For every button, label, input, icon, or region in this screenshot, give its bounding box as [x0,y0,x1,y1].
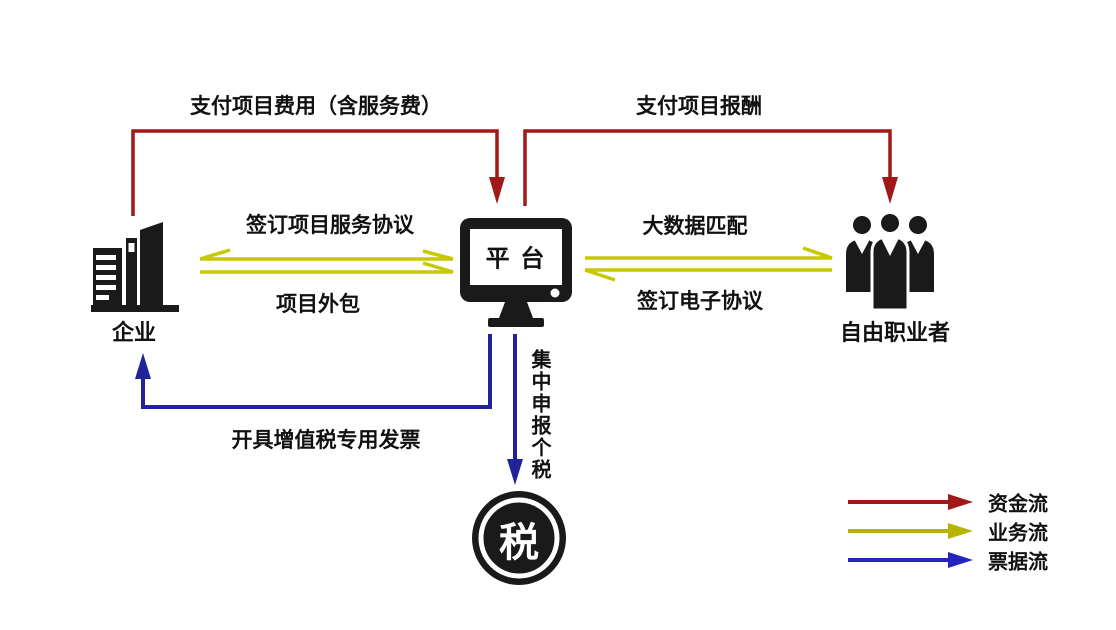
tax-node-label: 税 [499,521,539,565]
legend-label-funds-flow: 资金流 [988,493,1048,516]
legend-funds-arrow [848,494,973,510]
label-sign-project-service-agreement: 签订项目服务协议 [246,214,414,237]
legend-business-arrow [848,523,973,539]
label-sign-electronic-agreement: 签订电子协议 [637,290,763,313]
documents-arrowhead-to-tax [507,459,523,485]
tax-circle-icon [472,491,566,585]
freelancer-people-icon [846,211,934,312]
legend-label-business-flow: 业务流 [988,522,1048,545]
documents-arrow-platform-to-enterprise [141,334,492,409]
label-big-data-matching: 大数据匹配 [642,215,748,238]
funds-arrowhead-to-platform [489,177,505,204]
enterprise-building-icon [91,222,179,312]
freelancer-node-label: 自由职业者 [839,320,951,345]
label-centralized-tax-filing: 集中申报个税 [528,349,550,481]
label-issue-vat-invoice: 开具增值税专用发票 [231,429,421,452]
business-arrows-platform-freelancer [584,246,833,282]
funds-arrowhead-to-freelancer [882,177,898,204]
enterprise-node-label: 企业 [111,320,157,345]
documents-arrowhead-to-enterprise [135,353,151,379]
label-pay-project-reward: 支付项目报酬 [636,95,762,118]
funds-arrow-platform-to-freelancer [523,129,892,206]
legend-documents-arrow [848,552,973,568]
legend-label-documents-flow: 票据流 [988,551,1048,574]
funds-arrow-enterprise-to-platform [131,129,499,216]
platform-monitor-icon [460,218,572,327]
business-arrows-enterprise-platform [199,248,454,274]
platform-node-label: 平 台 [485,245,547,273]
label-pay-project-fee: 支付项目费用（含服务费） [190,95,442,118]
label-project-outsourcing: 项目外包 [276,293,360,316]
